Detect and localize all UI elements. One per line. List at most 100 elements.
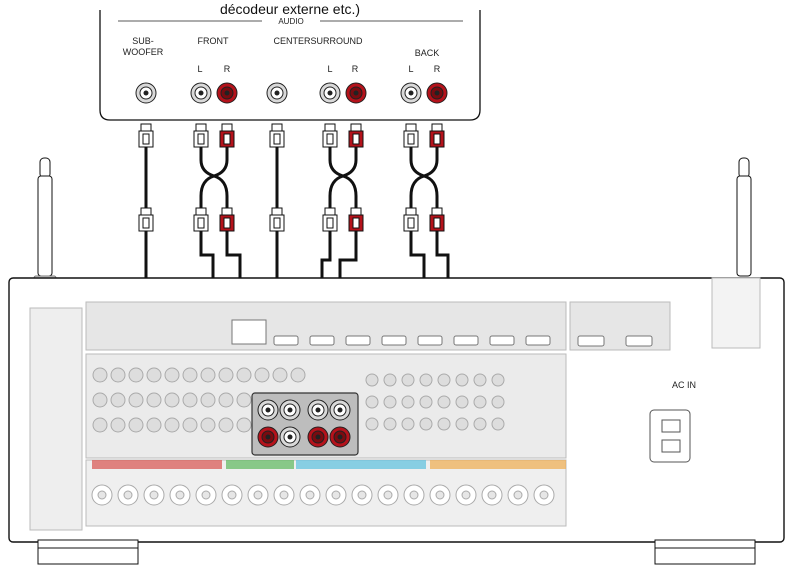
panel-jacks bbox=[92, 367, 505, 433]
panel-jack-11 bbox=[290, 367, 306, 383]
external-decoder: décodeur externe etc.) AUDIO SUB- WOOFER… bbox=[99, 1, 481, 121]
panel-jack-13 bbox=[110, 392, 126, 408]
panel-jack-15 bbox=[146, 392, 162, 408]
wire-back-r-mid bbox=[423, 174, 439, 208]
panel-jack-36 bbox=[473, 373, 487, 387]
panel-jack-8 bbox=[236, 367, 252, 383]
panel-jack-52 bbox=[473, 417, 487, 431]
panel-jack-1 bbox=[110, 367, 126, 383]
center-tag bbox=[226, 460, 294, 469]
front-l-label: L bbox=[197, 64, 202, 74]
panel-jack-51 bbox=[455, 417, 469, 431]
panel-jack-30 bbox=[365, 373, 379, 387]
plug-surround-r-top bbox=[348, 123, 364, 148]
panel-jack-26 bbox=[182, 417, 198, 433]
panel-jack-49 bbox=[419, 417, 433, 431]
panel-jack-0 bbox=[92, 367, 108, 383]
pre-out-center bbox=[279, 426, 301, 448]
rca-jacks bbox=[135, 82, 448, 104]
panel-jack-4 bbox=[164, 367, 180, 383]
panel-jack-12 bbox=[92, 392, 108, 408]
panel-jack-25 bbox=[164, 417, 180, 433]
ethernet-port bbox=[231, 319, 267, 345]
antenna-base-right bbox=[711, 277, 761, 349]
hdmi-port-4 bbox=[381, 335, 407, 346]
panel-jack-16 bbox=[164, 392, 180, 408]
panel-jack-6 bbox=[200, 367, 216, 383]
left-panel bbox=[29, 307, 83, 531]
jack-front-l bbox=[190, 82, 212, 104]
wire-surround-l-mid bbox=[328, 174, 344, 208]
plug-front-r-top bbox=[219, 123, 235, 148]
jack-center bbox=[266, 82, 288, 104]
plug-front-l-mid bbox=[193, 207, 209, 232]
plug-front-r-mid bbox=[219, 207, 235, 232]
wire-surround-join-top bbox=[328, 147, 358, 178]
panel-jack-24 bbox=[146, 417, 162, 433]
wire-front-r-mid bbox=[213, 174, 229, 208]
plug-sub-mid bbox=[138, 207, 154, 232]
pre-out-front-l bbox=[257, 399, 279, 421]
jack-back-l bbox=[400, 82, 422, 104]
caption-text: décodeur externe etc.) bbox=[220, 1, 360, 17]
panel-jack-23 bbox=[128, 417, 144, 433]
panel-jack-17 bbox=[182, 392, 198, 408]
surround-tag bbox=[296, 460, 426, 469]
wire-surround-r-mid bbox=[342, 174, 358, 208]
pre-out-jacks bbox=[257, 399, 351, 448]
panel-jack-20 bbox=[236, 392, 252, 408]
panel-jack-14 bbox=[128, 392, 144, 408]
jack-surround-r bbox=[345, 82, 367, 104]
panel-jack-33 bbox=[419, 373, 433, 387]
plug-back-r-mid bbox=[429, 207, 445, 232]
hdmi-ports bbox=[231, 319, 653, 347]
panel-jack-48 bbox=[401, 417, 415, 431]
hdmi-port-3 bbox=[345, 335, 371, 346]
panel-jack-22 bbox=[110, 417, 126, 433]
antenna-right bbox=[736, 157, 752, 277]
plug-surround-l-top bbox=[322, 123, 338, 148]
audio-group-label: AUDIO bbox=[278, 17, 303, 26]
panel-jack-18 bbox=[200, 392, 216, 408]
back-r-label: R bbox=[434, 64, 441, 74]
panel-jack-7 bbox=[218, 367, 234, 383]
panel-jack-21 bbox=[92, 417, 108, 433]
pre-out-subwoofer bbox=[257, 426, 279, 448]
pre-out-back-r bbox=[329, 426, 351, 448]
panel-jack-37 bbox=[491, 373, 505, 387]
wire-front-join-top bbox=[199, 147, 229, 178]
plug-center-mid bbox=[269, 207, 285, 232]
hdmi-out-1 bbox=[577, 335, 605, 347]
plug-surround-l-mid bbox=[322, 207, 338, 232]
panel-jack-38 bbox=[365, 395, 379, 409]
panel-jack-40 bbox=[401, 395, 415, 409]
panel-jack-46 bbox=[365, 417, 379, 431]
surround-l-label: L bbox=[327, 64, 332, 74]
surround-r-label: R bbox=[352, 64, 359, 74]
panel-jack-31 bbox=[383, 373, 397, 387]
panel-jack-50 bbox=[437, 417, 451, 431]
panel-jack-9 bbox=[254, 367, 270, 383]
pre-out-surround-l bbox=[307, 399, 329, 421]
panel-jack-5 bbox=[182, 367, 198, 383]
pre-out-back-l bbox=[329, 399, 351, 421]
plug-sub-top bbox=[138, 123, 154, 148]
ac-in-label: AC IN bbox=[672, 380, 696, 390]
back-label: BACK bbox=[415, 48, 440, 58]
panel-jack-27 bbox=[200, 417, 216, 433]
ac-inlet bbox=[649, 409, 691, 463]
front-label: FRONT bbox=[198, 36, 229, 46]
panel-jack-32 bbox=[401, 373, 415, 387]
plug-center-top bbox=[269, 123, 285, 148]
subwoofer-label-2: WOOFER bbox=[123, 47, 164, 57]
foot-left bbox=[37, 547, 139, 565]
panel-jack-3 bbox=[146, 367, 162, 383]
jack-surround-l bbox=[319, 82, 341, 104]
center-surround-label: CENTERSURROUND bbox=[273, 36, 363, 46]
front-tag bbox=[92, 460, 222, 469]
pre-out-front-r bbox=[279, 399, 301, 421]
back-l-label: L bbox=[408, 64, 413, 74]
hdmi-port-7 bbox=[489, 335, 515, 346]
wire-back-join-top bbox=[409, 147, 439, 178]
hdmi-port-6 bbox=[453, 335, 479, 346]
